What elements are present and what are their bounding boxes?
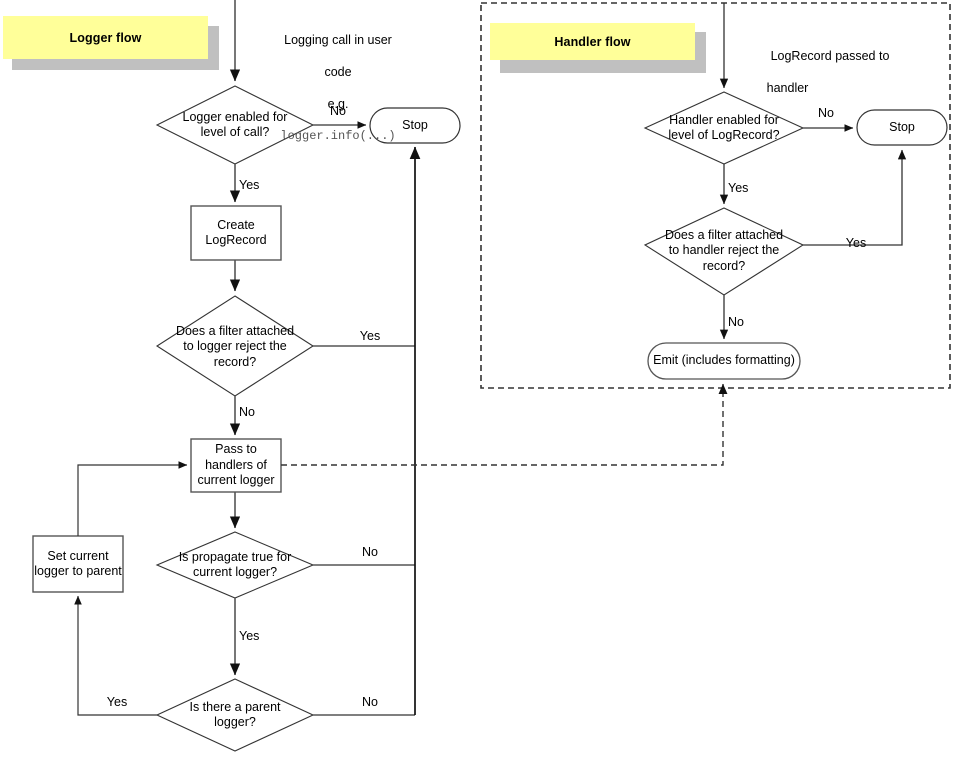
edge-label-handler-enabled-no: No bbox=[818, 106, 834, 120]
logger-start-caption-code: logger.info(...) bbox=[280, 129, 396, 143]
logger-flow-banner-label: Logger flow bbox=[69, 30, 142, 45]
logger-start-caption: Logging call in user code e.g. logger.in… bbox=[243, 16, 433, 160]
edge-label-logger-filter-yes: Yes bbox=[359, 329, 381, 343]
logger-start-caption-line2: code bbox=[324, 65, 352, 79]
process-pass-to-handlers bbox=[190, 438, 282, 493]
edge-set-parent-to-pass bbox=[77, 461, 188, 536]
edge-pass-to-handler-flow bbox=[281, 383, 728, 466]
edge-label-handler-enabled-yes: Yes bbox=[728, 181, 749, 195]
edge-label-handler-filter-no: No bbox=[728, 315, 744, 329]
edge-has-parent-yes bbox=[74, 595, 157, 716]
handler-start-caption-line1: LogRecord passed to bbox=[770, 49, 890, 63]
edge-label-logger-enabled-no: No bbox=[330, 104, 346, 118]
edge-label-has-parent-no: No bbox=[362, 695, 378, 709]
logger-flow-banner: Logger flow bbox=[3, 16, 208, 59]
edge-label-has-parent-yes: Yes bbox=[106, 695, 128, 709]
process-set-parent-logger bbox=[32, 535, 124, 593]
decision-logger-filter bbox=[155, 295, 315, 397]
process-create-logrecord bbox=[190, 205, 282, 261]
logger-start-caption-line1: Logging call in user bbox=[284, 33, 392, 47]
terminator-stop-logger bbox=[369, 107, 461, 144]
edge-handler-filter-yes bbox=[803, 149, 907, 246]
decision-handler-filter bbox=[643, 207, 805, 296]
edge-label-logger-filter-no: No bbox=[239, 405, 255, 419]
edge-label-logger-enabled-yes: Yes bbox=[239, 178, 260, 192]
decision-is-propagate bbox=[155, 531, 315, 599]
edge-label-propagate-yes: Yes bbox=[239, 629, 260, 643]
handler-flow-region bbox=[480, 2, 951, 389]
logger-start-caption-line3: e.g. bbox=[327, 97, 349, 111]
handler-flow-banner-label: Handler flow bbox=[554, 34, 631, 49]
terminator-emit bbox=[647, 342, 801, 380]
edge-label-propagate-no: No bbox=[362, 545, 378, 559]
edge-label-handler-filter-yes: Yes bbox=[845, 236, 867, 250]
handler-start-caption: LogRecord passed to handler bbox=[730, 32, 930, 112]
handler-flow-banner: Handler flow bbox=[490, 23, 695, 60]
terminator-stop-handler bbox=[856, 109, 948, 146]
handler-start-caption-line2: handler bbox=[766, 81, 809, 95]
decision-has-parent bbox=[155, 678, 315, 752]
